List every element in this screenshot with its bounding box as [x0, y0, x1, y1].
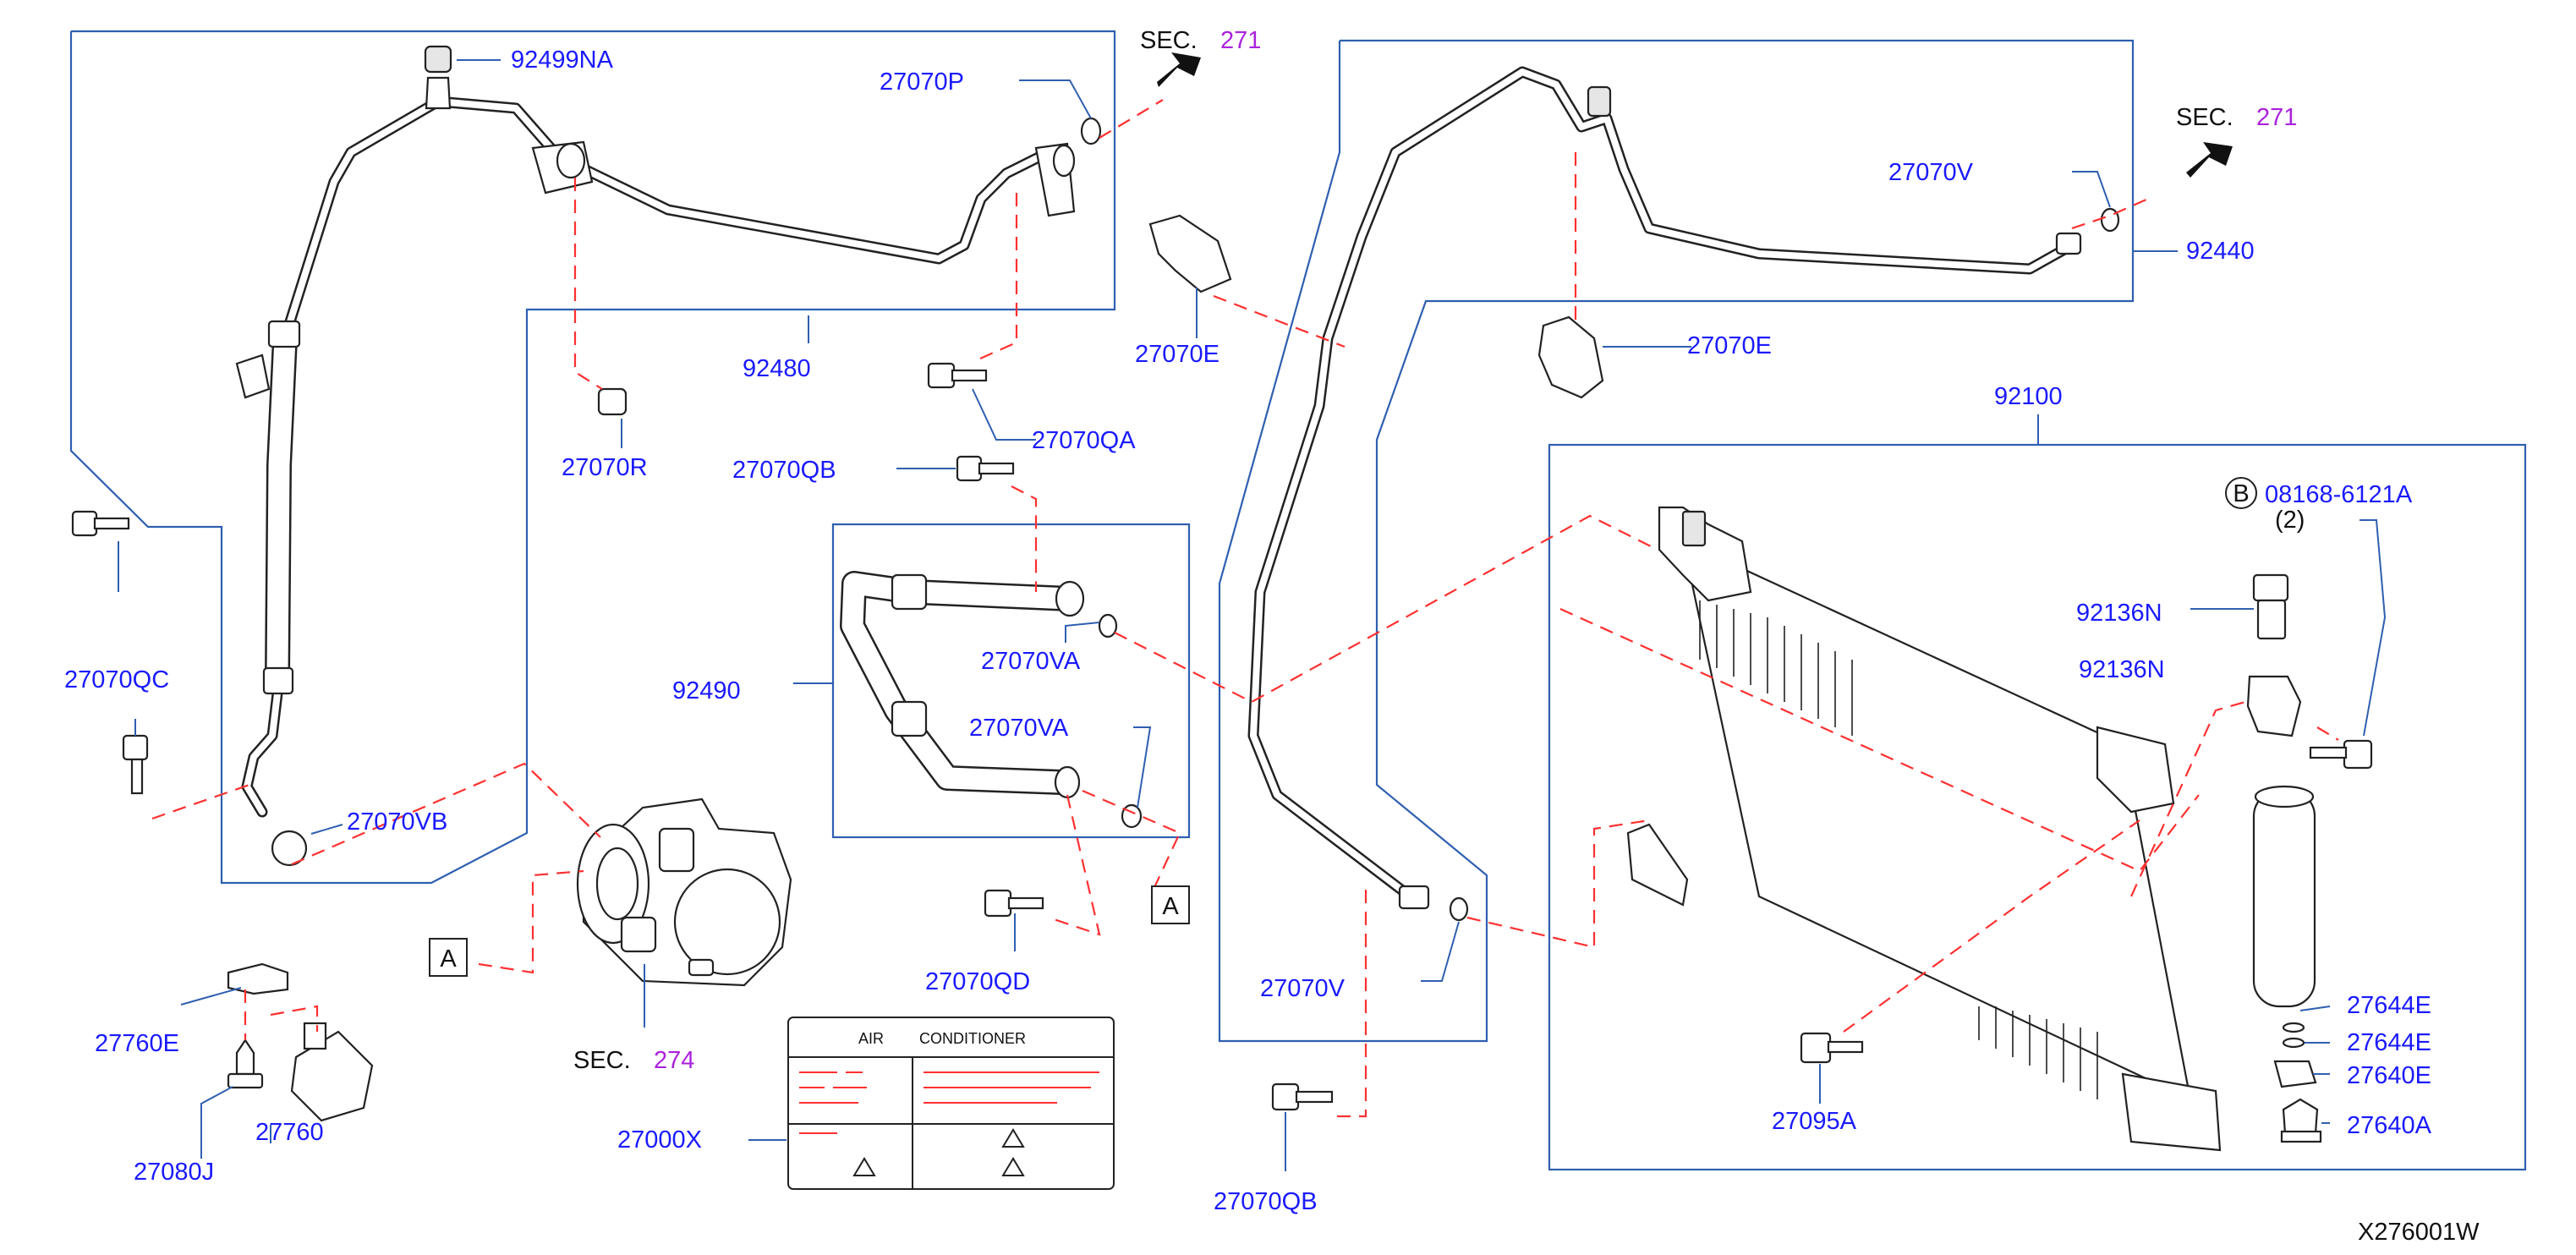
label-sec-274-num: 274 — [654, 1047, 694, 1074]
callout-a-right: A — [1162, 893, 1179, 920]
nut-27070r-icon — [597, 387, 628, 416]
label-27640a: 27640A — [2347, 1112, 2432, 1139]
label-27080j: 27080J — [134, 1159, 214, 1186]
oring-27070va1-icon — [1098, 613, 1118, 638]
bolt-08168-icon — [2309, 739, 2373, 770]
group-box-92480 — [69, 30, 1116, 885]
group-box-92440 — [1218, 39, 2135, 1043]
label-27070vb: 27070VB — [347, 808, 447, 836]
bolt-27070qa-icon — [927, 362, 988, 389]
label-27070qa: 27070QA — [1032, 427, 1136, 454]
label-27095a: 27095A — [1772, 1108, 1857, 1135]
label-sec-271-right-num: 271 — [2256, 104, 2297, 131]
callout-b-circle — [2225, 477, 2257, 509]
receiver-drier-icon — [2252, 785, 2316, 1008]
oring-27644e-1-icon — [2282, 1022, 2305, 1033]
callout-a-box-right — [1151, 885, 1190, 924]
condenser-icon — [1626, 506, 2222, 1152]
compressor-icon — [576, 797, 792, 987]
condenser-fins-lower — [1978, 1006, 2098, 1099]
bolt-27070qb-bottom-icon — [1271, 1082, 1334, 1111]
label-sec-271-right: SEC. — [2176, 104, 2233, 131]
bolt-27070qd-icon — [984, 889, 1044, 918]
label-27070va-1: 27070VA — [981, 648, 1081, 675]
cap-92499NA-icon — [424, 45, 452, 74]
label-sec-274: SEC. — [573, 1047, 631, 1074]
pipe-92440 — [1247, 66, 2082, 910]
callout-b: B — [2233, 480, 2249, 507]
label-27070v-top: 27070V — [1888, 159, 1974, 186]
group-box-92490 — [831, 523, 1191, 839]
label-27070qb-bottom: 27070QB — [1214, 1188, 1318, 1215]
label-27070r: 27070R — [562, 454, 648, 481]
seal-27640e-icon — [2273, 1060, 2317, 1088]
label-plate-27000x: AIR CONDITIONER — [787, 1017, 1115, 1190]
callout-a-left: A — [440, 945, 457, 973]
bracket-27760e-icon — [227, 962, 289, 995]
dashed-connectors — [151, 99, 2339, 1118]
bracket-92136n-icon — [2246, 675, 2302, 737]
label-92136n-1: 92136N — [2076, 600, 2162, 627]
label-08168-6121a: 08168-6121A — [2265, 481, 2413, 508]
callout-a-box-left — [429, 938, 468, 977]
pipe-92480 — [235, 45, 1076, 818]
label-sec-271-left-num: 271 — [1220, 27, 1261, 54]
label-27070qc: 27070QC — [64, 666, 169, 693]
clip-27080j-icon — [227, 1039, 264, 1089]
diagram-id: X276001W — [2358, 1219, 2480, 1246]
plate-text-conditioner: CONDITIONER — [919, 1030, 1026, 1047]
label-27070qb-top: 27070QB — [732, 457, 836, 484]
plug-27640a-icon — [2280, 1098, 2322, 1143]
label-92136n-2: 92136N — [2079, 656, 2165, 683]
label-27070e-left: 27070E — [1135, 341, 1219, 368]
label-27760e: 27760E — [95, 1030, 179, 1057]
label-qty: (2) — [2275, 507, 2305, 534]
hose-92490 — [840, 571, 1085, 799]
label-27070qd: 27070QD — [925, 968, 1030, 995]
bolt-27070qc-top-icon — [71, 510, 130, 537]
label-27070va-2: 27070VA — [969, 715, 1069, 742]
oring-27070vb-icon — [271, 830, 308, 867]
label-92499na: 92499NA — [511, 47, 614, 74]
label-27640e: 27640E — [2347, 1062, 2431, 1089]
label-27000x: 27000X — [617, 1126, 702, 1154]
pressure-switch-92136n-icon — [2252, 573, 2289, 640]
clip-27070e-right-icon — [1537, 315, 1604, 399]
label-92100: 92100 — [1994, 383, 2063, 410]
label-92490: 92490 — [672, 677, 741, 704]
bolt-27070qc-bottom-icon — [122, 734, 149, 795]
sensor-27760-icon — [290, 1022, 374, 1122]
plate-text-air: AIR — [858, 1030, 884, 1047]
label-27070e-right: 27070E — [1687, 332, 1772, 359]
leader-lines — [118, 59, 2387, 1171]
label-27070p: 27070P — [880, 69, 964, 96]
bolt-27095a-icon — [1800, 1032, 1864, 1064]
oring-27070v-bottom-icon — [1449, 896, 1469, 922]
label-27070v-bottom: 27070V — [1260, 975, 1346, 1002]
label-92440: 92440 — [2186, 238, 2255, 265]
oring-27644e-2-icon — [2282, 1037, 2305, 1049]
small-parts — [71, 117, 2373, 1143]
bolt-27070qb-top-icon — [956, 455, 1015, 482]
arrow-sec271-right-icon — [2186, 142, 2233, 178]
label-27760: 27760 — [255, 1119, 324, 1146]
clip-27070e-left-icon — [1148, 214, 1232, 293]
label-sec-271-left: SEC. — [1140, 27, 1198, 54]
arrow-sec271-left-icon — [1157, 52, 1201, 87]
label-27644e-1: 27644E — [2347, 992, 2431, 1019]
label-27644e-2: 27644E — [2347, 1029, 2431, 1056]
condenser-fins-upper — [1699, 600, 1853, 736]
label-92480: 92480 — [743, 355, 811, 382]
oring-27070p-icon — [1080, 117, 1102, 145]
